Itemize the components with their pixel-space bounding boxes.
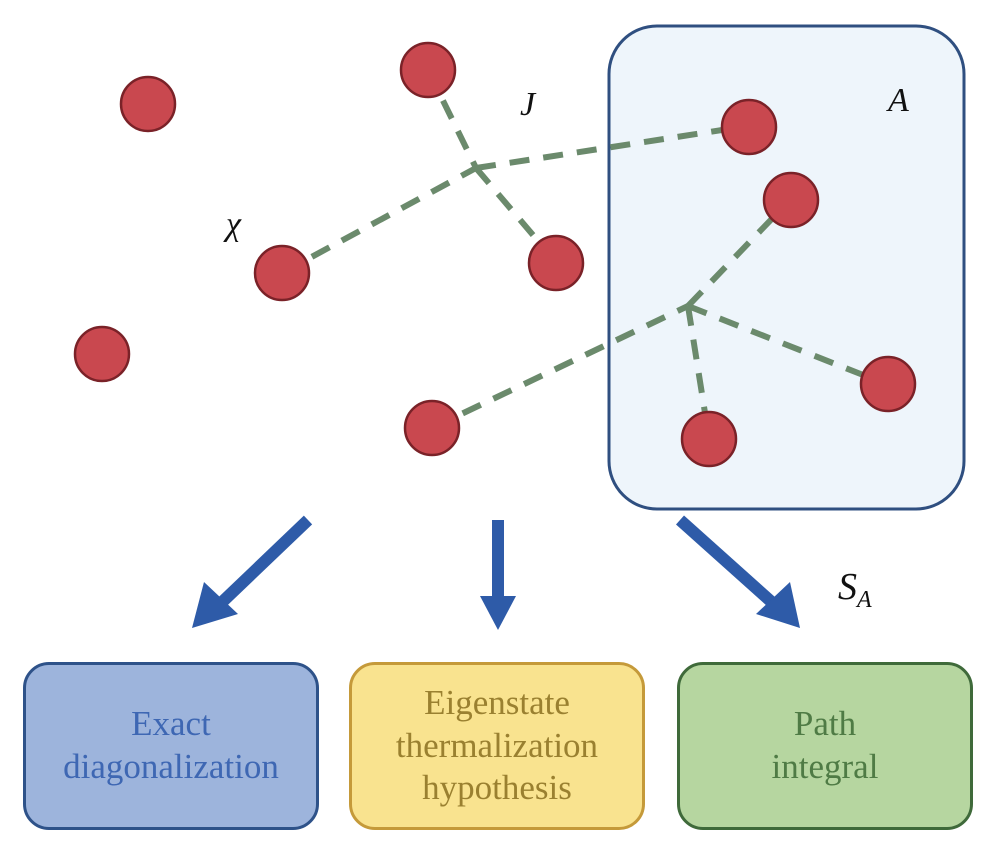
label-entanglement-entropy: SA <box>838 565 872 614</box>
eigenstate-thermalization-hypothesis-box: Eigenstate thermalization hypothesis <box>349 662 645 830</box>
spin-node <box>119 75 177 133</box>
spin-node <box>680 410 738 468</box>
box-line: diagonalization <box>63 747 279 786</box>
edge <box>280 165 478 276</box>
edge <box>686 303 888 387</box>
edge <box>685 197 793 309</box>
arrowhead <box>480 596 516 630</box>
spin-node <box>399 41 457 99</box>
arrow-to-path-integral <box>675 515 781 611</box>
spin-node <box>527 234 585 292</box>
arrowhead <box>756 582 800 628</box>
box-line: thermalization <box>395 725 599 765</box>
label-s: S <box>838 566 857 608</box>
box-line: hypothesis <box>422 768 572 808</box>
exact-diagonalization-box: Exact diagonalization <box>23 662 319 830</box>
spin-node <box>720 98 778 156</box>
spin-node <box>859 355 917 413</box>
spin-node <box>253 244 311 302</box>
label-chi: χ <box>226 206 241 243</box>
spin-node <box>403 399 461 457</box>
subsystem-a-region <box>607 24 966 511</box>
box-line: Eigenstate <box>424 682 570 722</box>
arrowhead <box>192 582 238 628</box>
spin-node <box>762 171 820 229</box>
spin-node <box>73 325 131 383</box>
edge <box>430 303 690 431</box>
spin-nodes <box>73 41 917 468</box>
arrow-to-exact-diagonalization <box>213 515 313 611</box>
box-line: Exact <box>131 704 211 744</box>
method-arrows <box>192 515 800 630</box>
path-integral-box: Path integral <box>677 662 973 830</box>
label-a: A <box>888 82 909 119</box>
box-line: integral <box>771 747 879 786</box>
edge <box>475 123 749 171</box>
box-line: Path <box>793 704 857 744</box>
label-s-subscript: A <box>857 587 872 613</box>
label-j: J <box>520 86 536 123</box>
